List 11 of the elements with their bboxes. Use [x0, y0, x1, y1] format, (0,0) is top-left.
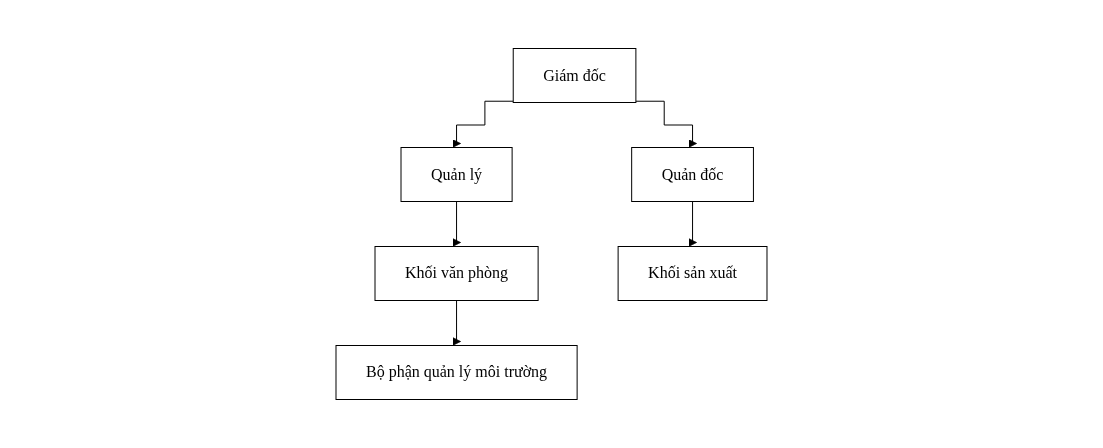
- arrow: [452, 201, 461, 247]
- arrow: [452, 300, 461, 346]
- node-box: Quản lý: [400, 147, 513, 202]
- node-box: Quản đốc: [631, 147, 754, 202]
- node-box: Giám đốc: [512, 48, 637, 103]
- arrow: [688, 201, 697, 247]
- node-box: Khối sản xuất: [617, 246, 768, 301]
- arrow: [635, 100, 697, 148]
- node-box: Bộ phận quản lý môi trường: [335, 345, 578, 400]
- arrow: [452, 100, 514, 148]
- node-box: Khối văn phòng: [374, 246, 539, 301]
